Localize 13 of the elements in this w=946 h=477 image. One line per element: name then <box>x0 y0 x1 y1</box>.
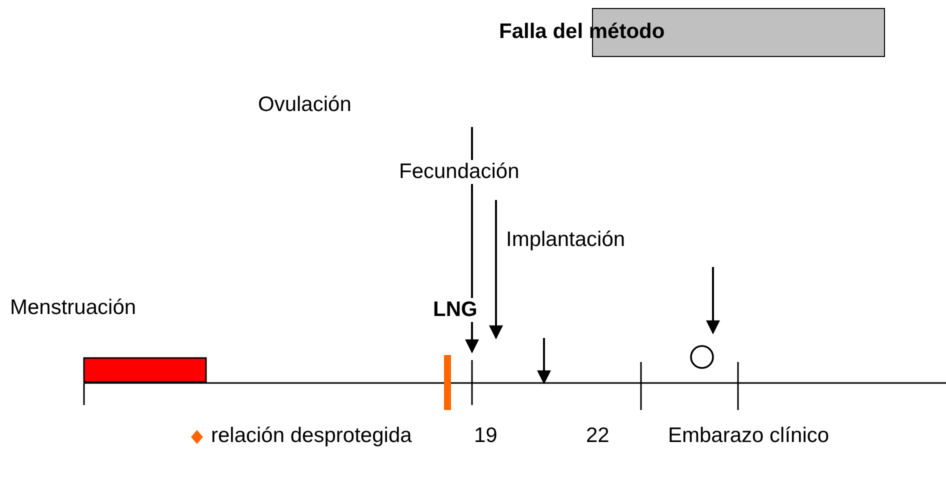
event-label: Fecundación <box>399 160 520 184</box>
legend-label: relación desprotegida <box>211 424 412 448</box>
menstruation-bar <box>83 357 207 383</box>
event-label: Implantación <box>506 228 626 252</box>
event-label: Embarazo clínico <box>668 424 830 448</box>
embryo-circle <box>690 345 714 369</box>
day-number: 19 <box>474 424 498 448</box>
phase-label: Menstruación <box>10 296 136 320</box>
method-failure-box <box>497 8 885 57</box>
day-number: 22 <box>586 424 610 448</box>
drug-label: LNG <box>433 298 478 322</box>
event-label: Ovulación <box>258 93 352 117</box>
arrow <box>706 267 720 334</box>
